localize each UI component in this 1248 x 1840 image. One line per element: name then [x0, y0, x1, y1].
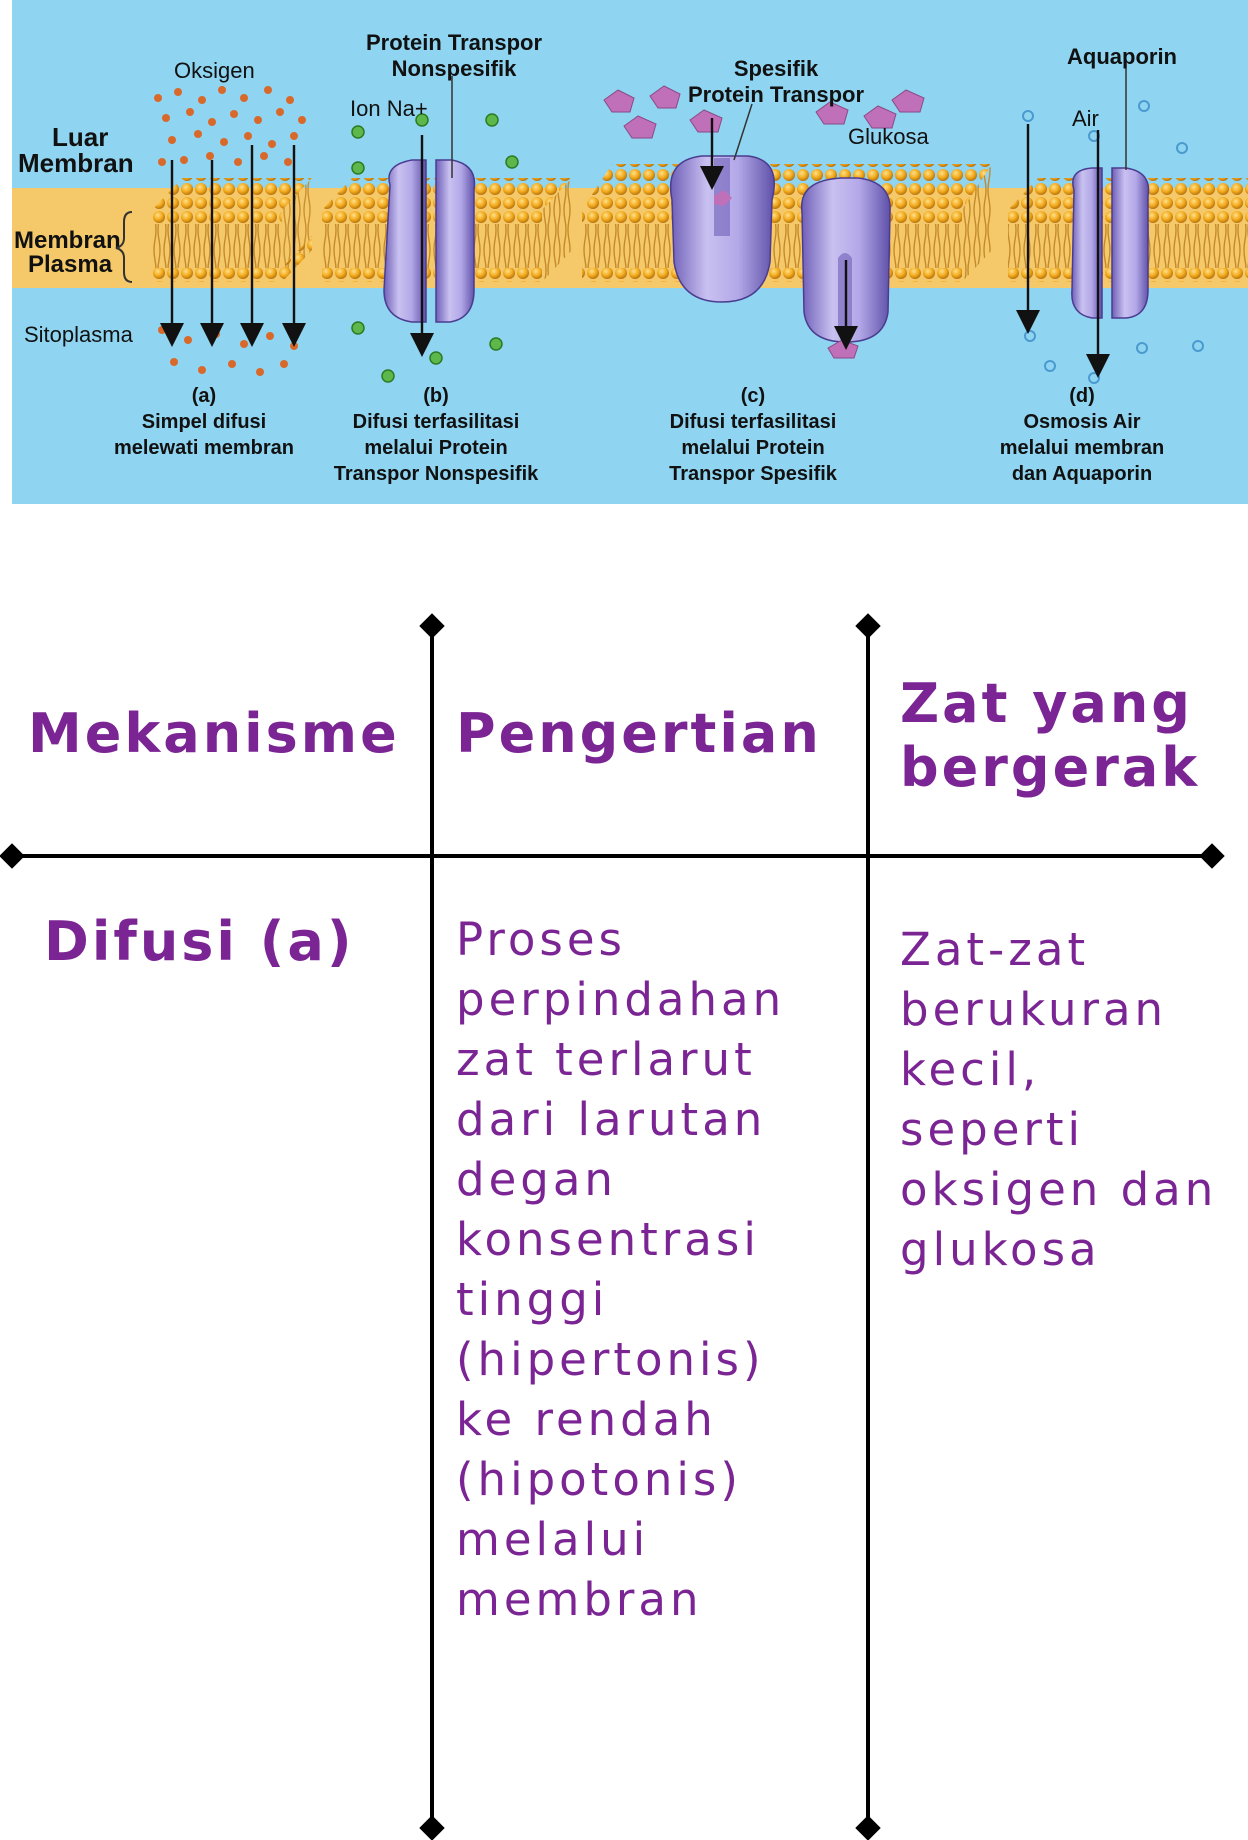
pengertian-line: tinggi [456, 1273, 609, 1326]
caption-d-line3: dan Aquaporin [1012, 463, 1152, 485]
panel-c-pointer [733, 103, 753, 161]
caption-c-letter: (c) [741, 385, 765, 407]
caption-d-line1: Osmosis Air [1023, 411, 1140, 433]
caption-a-letter: (a) [192, 385, 216, 407]
pengertian-line: dari larutan [456, 1093, 767, 1146]
zat-line: berukuran [900, 983, 1168, 1036]
pengertian-line: (hipotonis) [456, 1453, 742, 1506]
caption-c-line3: Transpor Spesifik [669, 463, 838, 485]
caption-c-line2: melalui Protein [681, 437, 824, 459]
diamond-right [1199, 843, 1225, 869]
header-zat-yang-bergerak: Zat yang bergerak [900, 672, 1201, 799]
zat-line: glukosa [900, 1223, 1101, 1276]
header-pengertian: Pengertian [456, 702, 822, 765]
caption-d-line2: melalui membran [1000, 437, 1165, 459]
label-oksigen: Oksigen [174, 58, 255, 83]
glucose-molecules [603, 85, 925, 359]
zat-line: kecil, [900, 1043, 1041, 1096]
pengertian-line: zat terlarut [456, 1033, 756, 1086]
oxygen-particles-outside [154, 86, 306, 166]
label-spesifik-2: Protein Transpor [688, 82, 864, 107]
caption-d-letter: (d) [1069, 385, 1095, 407]
caption-d: (d) Osmosis Air melalui membran dan Aqua… [1000, 385, 1165, 485]
diamond-top-2 [855, 613, 881, 639]
caption-b-letter: (b) [423, 385, 449, 407]
label-spesifik-1: Spesifik [734, 56, 819, 81]
membran-brace [115, 211, 133, 283]
row-pengertian-text: Proses perpindahan zat terlarut dari lar… [456, 910, 856, 1630]
pengertian-line: melalui [456, 1513, 650, 1566]
table-grid [0, 613, 1225, 1840]
row-mekanisme-difusi: Difusi (a) [44, 910, 355, 973]
pengertian-line: konsentrasi [456, 1213, 760, 1266]
label-luar-2: Membran [18, 148, 134, 178]
label-sitoplasma: Sitoplasma [24, 322, 134, 347]
zat-line: seperti [900, 1103, 1085, 1156]
panel-a-membrane [152, 178, 312, 282]
caption-c: (c) Difusi terfasilitasi melalui Protein… [669, 385, 838, 485]
caption-a-line2: melewati membran [114, 437, 294, 459]
caption-a-line1: Simpel difusi [142, 411, 266, 433]
membrane-transport-diagram: Oksigen Luar Membran Membran Plasma Sito… [12, 0, 1248, 504]
diamond-bottom-2 [855, 1815, 881, 1840]
label-luar-1: Luar [52, 122, 108, 152]
caption-c-line1: Difusi terfasilitasi [670, 411, 837, 433]
sodium-ions [351, 113, 519, 383]
pengertian-line: perpindahan [456, 973, 786, 1026]
caption-b-line3: Transpor Nonspesifik [334, 463, 539, 485]
pengertian-line: (hipertonis) [456, 1333, 765, 1386]
caption-b-line1: Difusi terfasilitasi [353, 411, 520, 433]
label-ion-na: Ion Na+ [350, 96, 428, 121]
label-protein-nonspesifik-2: Nonspesifik [392, 56, 517, 81]
caption-a: (a) Simpel difusi melewati membran [114, 385, 294, 459]
panel-c-membrane [582, 164, 992, 282]
panel-a-arrows [160, 145, 306, 347]
header-mekanisme: Mekanisme [28, 702, 400, 765]
caption-b: (b) Difusi terfasilitasi melalui Protein… [334, 385, 539, 485]
zat-line: Zat-zat [900, 923, 1090, 976]
pengertian-line: ke rendah [456, 1393, 717, 1446]
diamond-bottom-1 [419, 1815, 445, 1840]
panel-b-membrane [322, 178, 572, 282]
caption-b-line2: melalui Protein [364, 437, 507, 459]
pengertian-line: membran [456, 1573, 703, 1626]
label-air: Air [1072, 106, 1099, 131]
aquaporin-protein [1071, 167, 1150, 319]
nonspecific-transport-protein [383, 159, 476, 323]
label-glukosa: Glukosa [848, 124, 929, 149]
pengertian-line: Proses [456, 913, 626, 966]
diamond-left [0, 843, 25, 869]
label-aquaporin: Aquaporin [1067, 44, 1177, 69]
row-zat-text: Zat-zat berukuran kecil, seperti oksigen… [900, 920, 1246, 1280]
label-protein-nonspesifik-1: Protein Transpor [366, 30, 542, 55]
label-membran-2: Plasma [28, 251, 113, 278]
diamond-top-1 [419, 613, 445, 639]
zat-line: oksigen dan [900, 1163, 1218, 1216]
pengertian-line: degan [456, 1153, 617, 1206]
specific-transport-protein-open [669, 155, 776, 303]
label-membran-1: Membran [14, 227, 121, 254]
